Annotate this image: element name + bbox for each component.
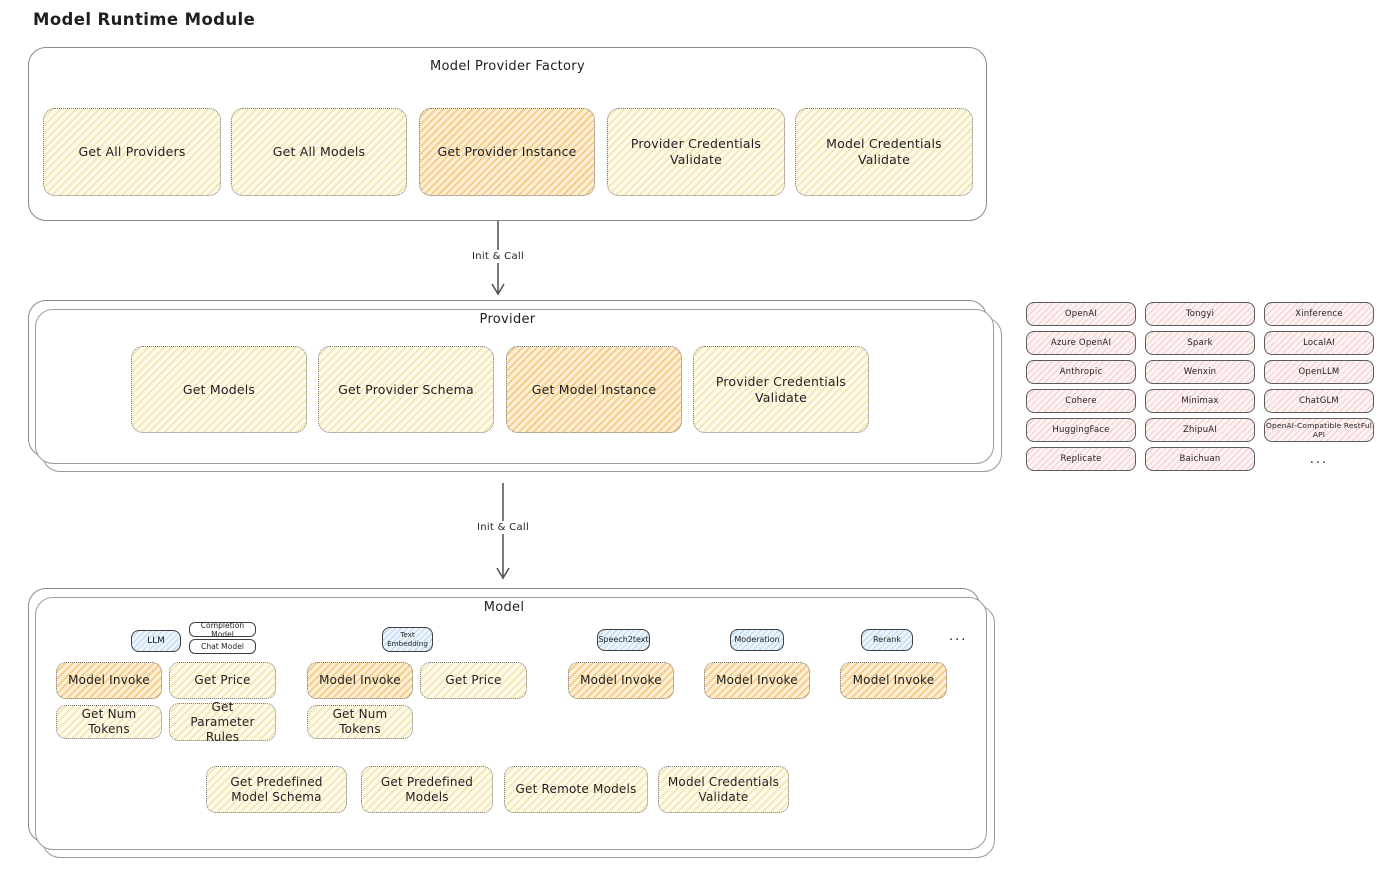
node-speech2text-model-invoke: Model Invoke (568, 662, 674, 699)
node-llm-get-parameter-rules: Get Parameter Rules (169, 700, 276, 744)
node-model-credentials-validate: Model Credentials Validate (795, 108, 973, 196)
model-panel: Model LLM Completion Model Chat Model Te… (28, 588, 995, 858)
node-llm-get-num-tokens: Get Num Tokens (56, 705, 162, 739)
provider-list: OpenAI Azure OpenAI Anthropic Cohere Hug… (1026, 302, 1374, 471)
node-provider-credentials-validate: Provider Credentials Validate (607, 108, 785, 196)
provider-chip-wenxin: Wenxin (1145, 360, 1255, 384)
init-call-label-bottom: Init & Call (472, 521, 534, 534)
provider-chip-zhipuai: ZhipuAI (1145, 418, 1255, 442)
model-panel-title: Model (483, 600, 525, 615)
node-get-model-instance: Get Model Instance (506, 346, 682, 433)
node-get-remote-models: Get Remote Models (504, 766, 648, 813)
provider-chip-chatglm: ChatGLM (1264, 389, 1374, 413)
node-get-predefined-models: Get Predefined Models (361, 766, 493, 813)
provider-chip-azure-openai: Azure OpenAI (1026, 331, 1136, 355)
provider-chip-replicate: Replicate (1026, 447, 1136, 471)
node-model-credentials-validate-2: Model Credentials Validate (658, 766, 789, 813)
node-get-models: Get Models (131, 346, 307, 433)
node-llm-get-price: Get Price (169, 662, 276, 699)
provider-chip-openai: OpenAI (1026, 302, 1136, 326)
provider-chip-tongyi: Tongyi (1145, 302, 1255, 326)
provider-chip-spark: Spark (1145, 331, 1255, 355)
more-providers-ellipsis: ... (1309, 451, 1329, 467)
provider-chip-xinference: Xinference (1264, 302, 1374, 326)
init-call-label-top: Init & Call (467, 250, 529, 263)
tab-chat-model: Chat Model (189, 639, 256, 654)
tab-llm: LLM (131, 630, 181, 652)
node-moderation-model-invoke: Model Invoke (704, 662, 810, 699)
factory-panel-title: Model Provider Factory (430, 59, 585, 74)
page-title: Model Runtime Module (33, 10, 256, 29)
tab-moderation: Moderation (730, 629, 784, 651)
node-get-predefined-model-schema: Get Predefined Model Schema (206, 766, 347, 813)
node-provider-credentials-validate-2: Provider Credentials Validate (693, 346, 869, 433)
node-embedding-model-invoke: Model Invoke (307, 662, 413, 699)
factory-panel: Model Provider Factory Get All Providers… (28, 47, 987, 221)
provider-chip-huggingface: HuggingFace (1026, 418, 1136, 442)
provider-chip-cohere: Cohere (1026, 389, 1136, 413)
provider-chip-anthropic: Anthropic (1026, 360, 1136, 384)
node-get-all-models: Get All Models (231, 108, 407, 196)
node-get-all-providers: Get All Providers (43, 108, 221, 196)
node-embedding-get-price: Get Price (420, 662, 527, 699)
node-get-provider-instance: Get Provider Instance (419, 108, 595, 196)
tab-completion-model: Completion Model (189, 621, 256, 639)
tab-rerank: Rerank (861, 629, 913, 651)
node-rerank-model-invoke: Model Invoke (840, 662, 947, 699)
provider-chip-baichuan: Baichuan (1145, 447, 1255, 471)
provider-panel-title: Provider (479, 312, 536, 327)
node-llm-model-invoke: Model Invoke (56, 662, 162, 699)
provider-chip-openai-compatible: OpenAI-Compatible RestFul API (1264, 418, 1374, 442)
init-call-arrow-bottom (493, 483, 513, 585)
provider-chip-openllm: OpenLLM (1264, 360, 1374, 384)
more-model-types-ellipsis: ... (949, 629, 968, 644)
node-embedding-get-num-tokens: Get Num Tokens (307, 705, 413, 739)
tab-speech2text: Speech2text (597, 629, 650, 651)
provider-panel: Provider Get Models Get Provider Schema … (28, 300, 1002, 472)
node-get-provider-schema: Get Provider Schema (318, 346, 494, 433)
provider-chip-minimax: Minimax (1145, 389, 1255, 413)
tab-text-embedding: Text Embedding (382, 627, 433, 652)
provider-chip-localai: LocalAI (1264, 331, 1374, 355)
